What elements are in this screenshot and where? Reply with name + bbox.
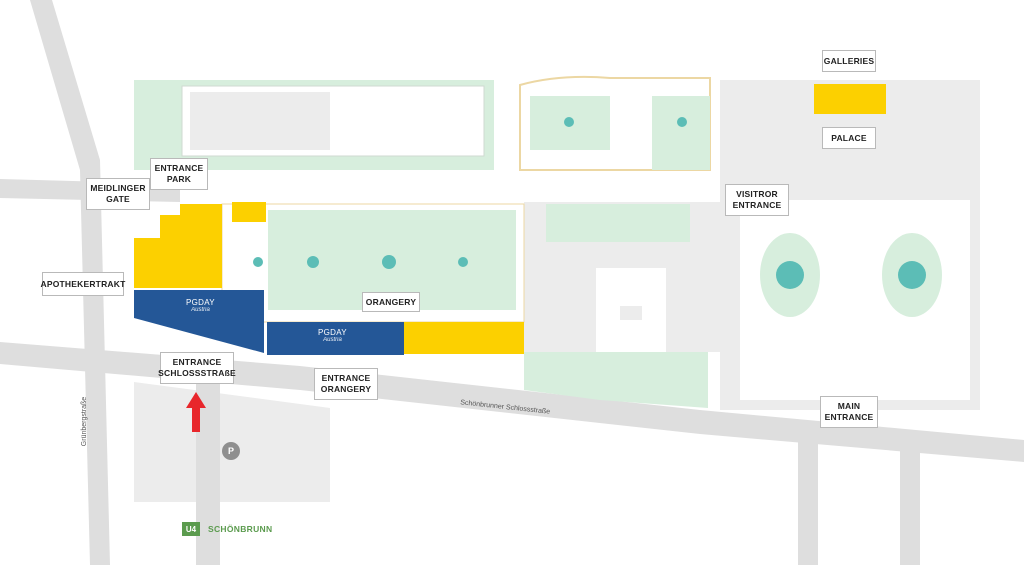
road-side-mid (798, 440, 818, 565)
road-gruenberg (30, 0, 110, 565)
ubahn-line-badge: U4 (182, 522, 200, 536)
label-meidlinger-gate[interactable]: MEIDLINGER GATE (86, 178, 150, 210)
venue-title: PGDAY (318, 328, 347, 337)
labyrinth-fountain-1 (564, 117, 574, 127)
label-entrance-orangery[interactable]: ENTRANCE ORANGERY (314, 368, 378, 400)
central-court-block (620, 306, 642, 320)
labyrinth-outline (519, 75, 711, 171)
venue-title: PGDAY (186, 298, 215, 307)
label-galleries[interactable]: GALLERIES (822, 50, 876, 72)
orangery-fountain-1 (253, 257, 263, 267)
label-visitor-entrance[interactable]: VISITROR ENTRANCE (725, 184, 789, 216)
orangery-area (404, 322, 524, 354)
road-schlossstrasse (0, 342, 1024, 462)
orangery-fountain-4 (458, 257, 468, 267)
apothekertrakt-area (134, 204, 222, 288)
venue-subtitle: Austria (191, 307, 210, 313)
garden-north-building (190, 92, 330, 150)
road-side-left (196, 370, 220, 565)
orangery-fountain-2 (307, 256, 319, 268)
courtyard-fountain-right (898, 261, 926, 289)
venue-subtitle: Austria (323, 337, 342, 343)
central-garden (546, 204, 690, 242)
parking-icon: P (222, 442, 240, 460)
orangery-fountain-3 (382, 255, 396, 269)
street-gruenberg: Grünbergstraße (81, 396, 89, 447)
label-orangery[interactable]: ORANGERY (362, 292, 420, 312)
label-entrance-schlossstrasse[interactable]: ENTRANCE SCHLOSSSTRAßE (158, 352, 236, 384)
venue-apothekertrakt (134, 290, 264, 353)
ubahn-station: U4 SCHÖNBRUNN (182, 522, 272, 536)
label-apothekertrakt[interactable]: APOTHEKERTRAKT (41, 272, 125, 296)
venue-orangery (267, 322, 404, 355)
labyrinth-fountain-2 (677, 117, 687, 127)
label-entrance-park[interactable]: ENTRANCE PARK (150, 158, 208, 190)
labyrinth-garden-2 (652, 96, 710, 170)
label-main-entrance[interactable]: MAIN ENTRANCE (820, 396, 878, 428)
arrow-up-icon (186, 392, 206, 432)
ubahn-station-name: SCHÖNBRUNN (208, 524, 273, 534)
mountain-logo-icon: PGDAY Austria (318, 328, 347, 343)
entrance-park-area (232, 202, 266, 222)
road-side-right (900, 448, 920, 565)
label-palace[interactable]: PALACE (822, 127, 876, 149)
south-garden (524, 352, 708, 408)
mountain-logo-icon: PGDAY Austria (186, 298, 215, 313)
galleries-wing (814, 84, 886, 114)
courtyard-fountain-left (776, 261, 804, 289)
